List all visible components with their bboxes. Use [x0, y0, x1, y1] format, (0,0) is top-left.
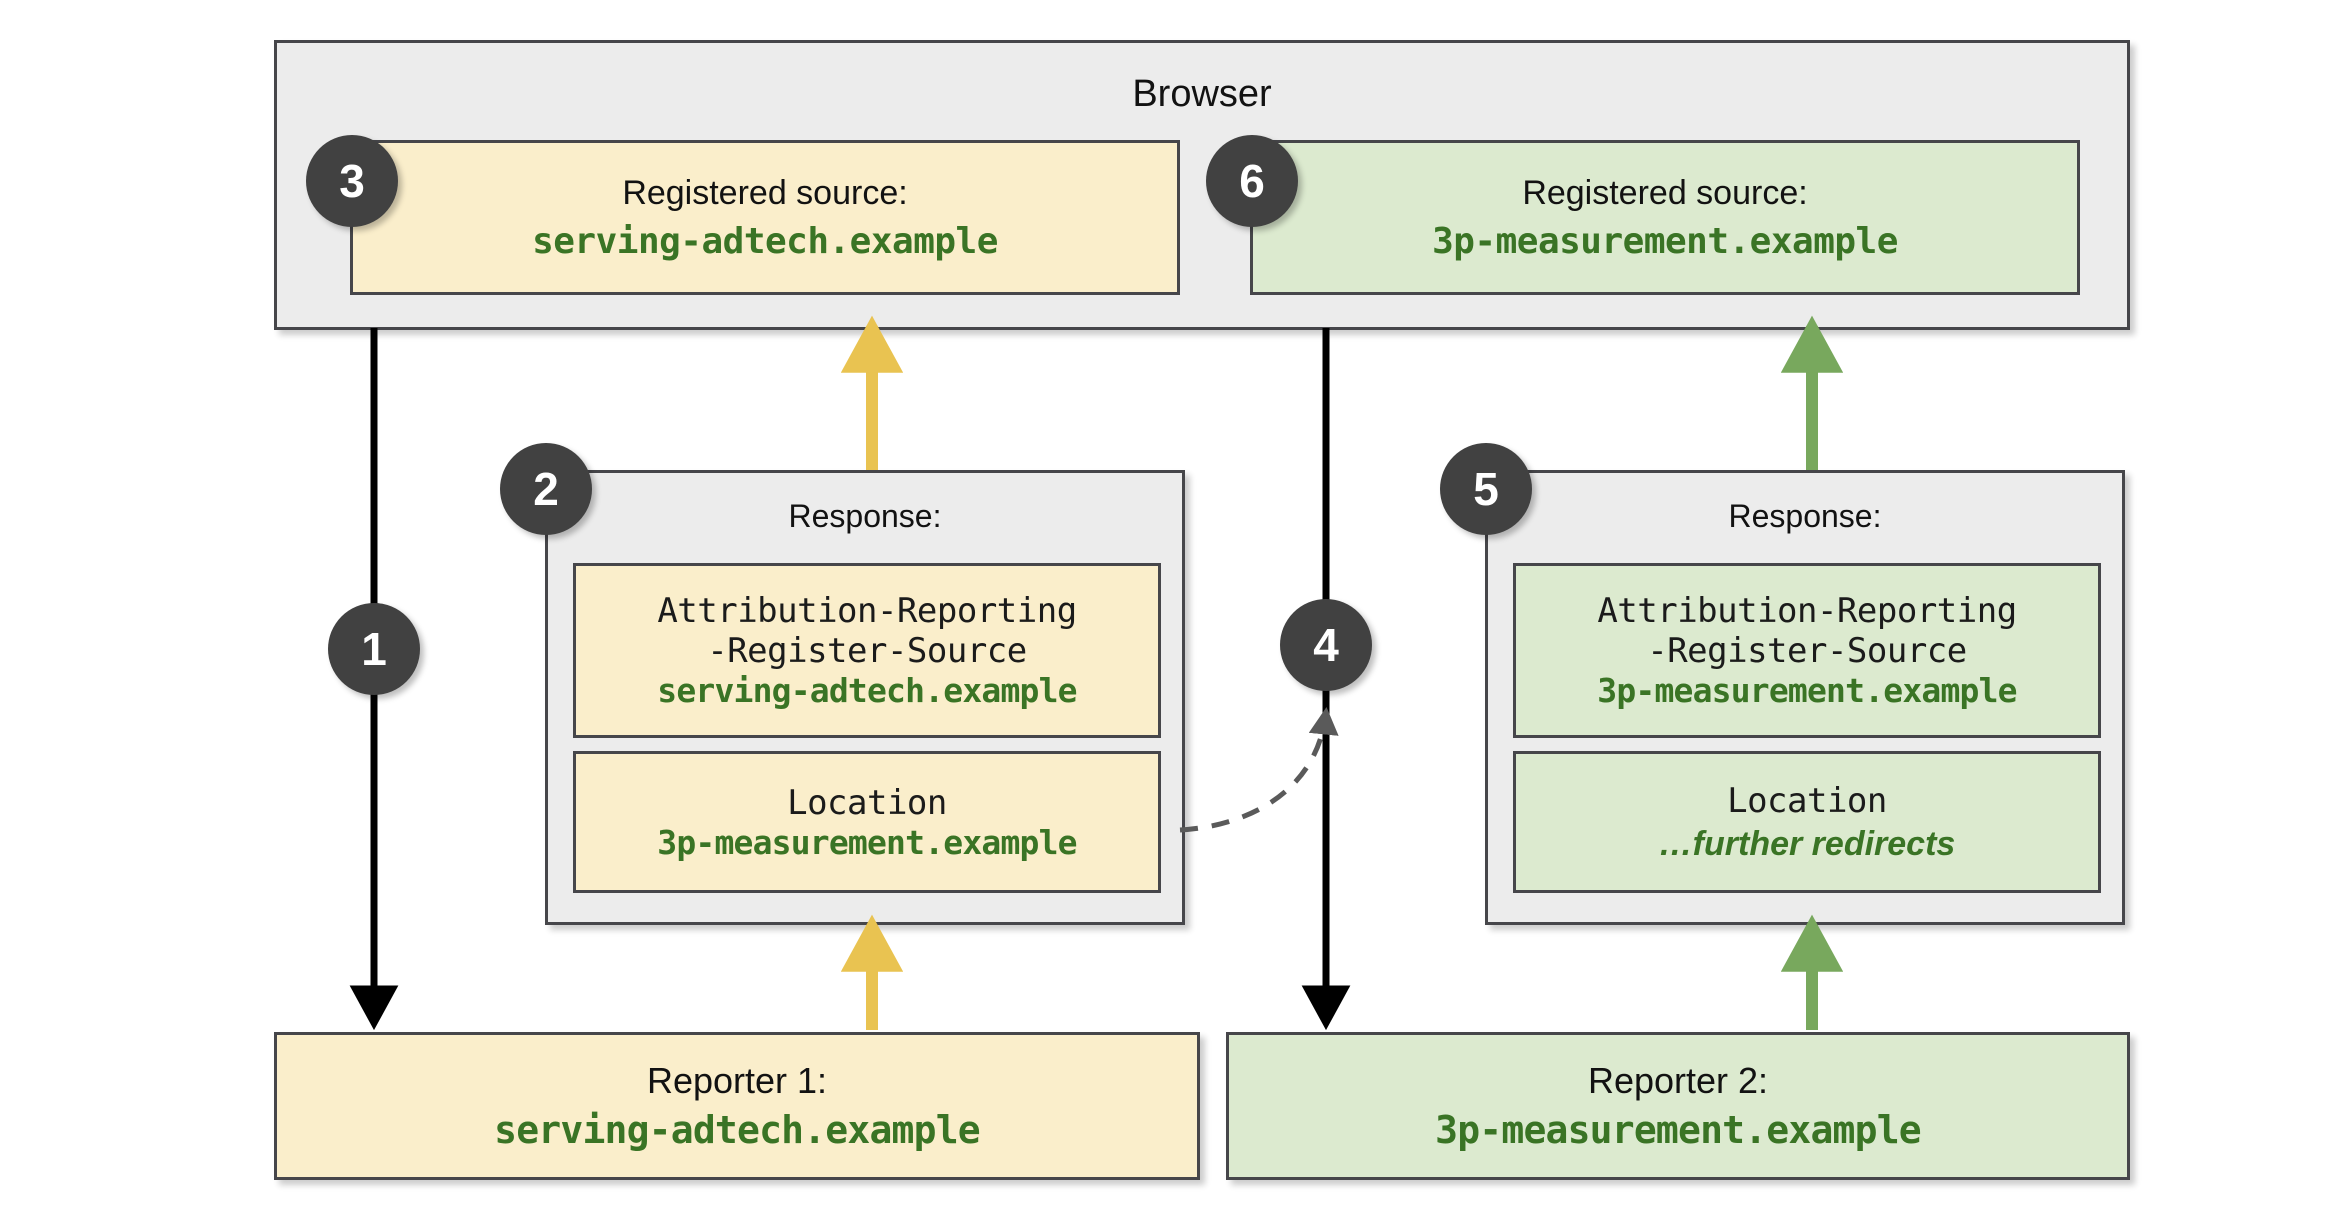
response-header-location-1: Location 3p-measurement.example — [573, 751, 1161, 893]
step-badge-4: 4 — [1280, 599, 1372, 691]
step-badge-6-label: 6 — [1239, 155, 1265, 207]
response-header-location-2: Location …further redirects — [1513, 751, 2101, 893]
response-box-reporter-2: Response: Attribution-Reporting -Registe… — [1485, 470, 2125, 925]
registered-source-domain-1: serving-adtech.example — [532, 220, 998, 262]
step-badge-6: 6 — [1206, 135, 1298, 227]
step-badge-1: 1 — [328, 603, 420, 695]
header-value-1: serving-adtech.example — [657, 671, 1077, 710]
response-header-register-source-2: Attribution-Reporting -Register-Source 3… — [1513, 563, 2101, 738]
reporter-2-domain: 3p-measurement.example — [1435, 1108, 1922, 1152]
step-badge-1-label: 1 — [361, 623, 387, 675]
step-badge-5: 5 — [1440, 443, 1532, 535]
step-badge-5-label: 5 — [1473, 463, 1499, 515]
step-badge-3-label: 3 — [339, 155, 365, 207]
reporter-2-box: Reporter 2: 3p-measurement.example — [1226, 1032, 2130, 1180]
header-value-location-2: …further redirects — [1658, 824, 1956, 863]
step-badge-2: 2 — [500, 443, 592, 535]
header-name-line2-2: -Register-Source — [1647, 631, 1967, 671]
response-label-1: Response: — [788, 498, 942, 534]
browser-label: Browser — [1132, 73, 1272, 115]
registered-source-box-serving-adtech: Registered source: serving-adtech.exampl… — [350, 140, 1180, 295]
step-badge-4-label: 4 — [1313, 619, 1339, 671]
step-badge-3: 3 — [306, 135, 398, 227]
header-name-location-1: Location — [787, 782, 947, 823]
arrow-redirect-dashed — [1179, 707, 1339, 833]
registered-source-title-1: Registered source: — [622, 173, 908, 212]
registered-source-box-3p-measurement: Registered source: 3p-measurement.exampl… — [1250, 140, 2080, 295]
response-header-register-source-1: Attribution-Reporting -Register-Source s… — [573, 563, 1161, 738]
header-name-line1-2: Attribution-Reporting — [1597, 591, 2017, 631]
response-label-2: Response: — [1728, 498, 1882, 534]
registered-source-title-2: Registered source: — [1522, 173, 1808, 212]
header-name-line1-1: Attribution-Reporting — [657, 591, 1077, 631]
reporter-2-title: Reporter 2: — [1587, 1060, 1769, 1101]
response-box-reporter-1: Response: Attribution-Reporting -Registe… — [545, 470, 1185, 925]
header-value-2: 3p-measurement.example — [1597, 671, 2017, 710]
step-badge-2-label: 2 — [533, 463, 559, 515]
reporter-1-domain: serving-adtech.example — [494, 1108, 981, 1152]
header-name-line2-1: -Register-Source — [707, 631, 1027, 671]
header-value-location-1: 3p-measurement.example — [657, 822, 1077, 862]
header-name-location-2: Location — [1727, 780, 1887, 821]
reporter-1-title: Reporter 1: — [646, 1060, 828, 1101]
reporter-1-box: Reporter 1: serving-adtech.example — [274, 1032, 1200, 1180]
registered-source-domain-2: 3p-measurement.example — [1432, 220, 1898, 262]
